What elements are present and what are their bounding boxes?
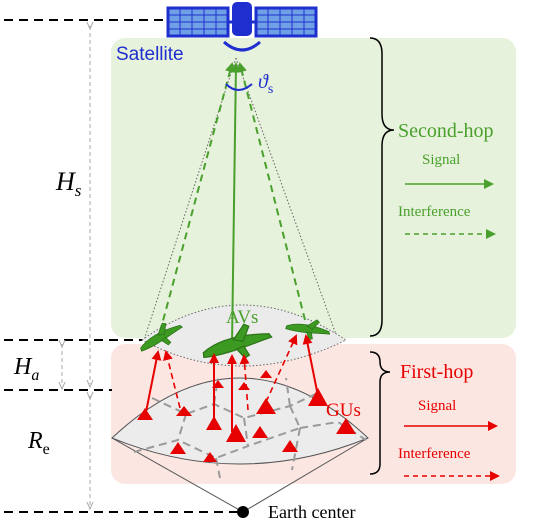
gu-triangle-icon <box>238 382 250 390</box>
first-hop-signal-label: Signal <box>418 398 456 414</box>
first-hop-links <box>145 334 319 432</box>
avs-label: AVs <box>226 307 258 328</box>
gu-triangle-icon <box>203 452 217 462</box>
hs-label: Hs <box>55 167 82 200</box>
earth-cone-right <box>242 437 369 513</box>
satellite-icon <box>166 2 318 52</box>
second-hop-title: Second-hop <box>398 120 494 142</box>
gu-triangle-icon <box>336 418 356 434</box>
gu-triangle-icon <box>252 426 268 438</box>
coverage-cone-right <box>235 57 339 341</box>
earth-center-label: Earth center <box>268 502 355 522</box>
gu-triangle-icon <box>212 380 224 388</box>
gu-triangle-icon <box>308 388 328 406</box>
gu-triangle-icon <box>170 442 186 454</box>
re-label: Re <box>27 428 50 458</box>
second-hop-brace <box>369 37 395 337</box>
gus-label: GUs <box>326 400 361 421</box>
satellite-label: Satellite <box>116 44 184 65</box>
first-hop-title: First-hop <box>400 361 473 383</box>
second-hop-signal-link <box>230 62 241 346</box>
gu-triangle-icon <box>137 408 153 420</box>
earth-center-dot <box>237 506 249 518</box>
gu-triangle-icon <box>176 406 192 416</box>
second-hop-interference-left <box>159 62 235 333</box>
ha-label: Ha <box>13 354 39 384</box>
gu-triangle-icon <box>206 416 222 430</box>
first-hop-signal-1 <box>145 350 162 413</box>
beam-angle-arc <box>225 83 253 91</box>
second-hop-panel <box>111 38 516 338</box>
first-hop-signal-4 <box>302 334 319 397</box>
earth-cone-left <box>111 437 244 513</box>
gu-triangle-icon <box>260 370 272 378</box>
first-hop-interference-2 <box>239 354 250 411</box>
gu-triangle-icon <box>282 440 298 452</box>
second-hop-signal-label: Signal <box>422 152 460 168</box>
first-hop-interference-3 <box>265 334 298 403</box>
gu-triangle-icon <box>226 424 246 442</box>
gu-triangle-icon <box>256 398 276 414</box>
ground-users <box>137 370 356 462</box>
first-hop-interference-label: Interference <box>398 446 471 462</box>
first-hop-brace <box>369 351 391 475</box>
second-hop-interference-right <box>237 62 306 321</box>
angle-label: ϑs <box>258 71 273 97</box>
second-hop-interference-label: Interference <box>398 204 471 220</box>
